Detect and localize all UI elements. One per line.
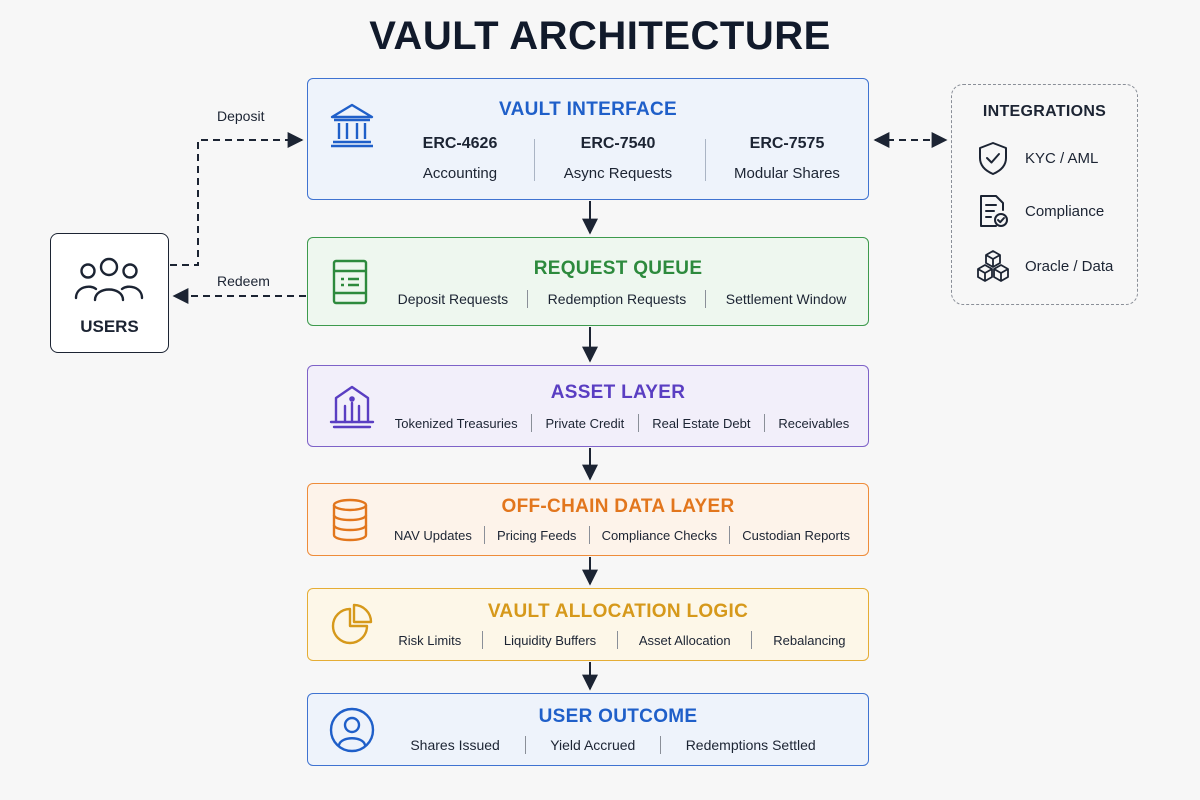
divider bbox=[483, 526, 485, 544]
outcome-item: Redemptions Settled bbox=[685, 737, 816, 753]
offchain-item: Pricing Feeds bbox=[496, 527, 577, 543]
divider bbox=[637, 414, 639, 432]
users-box: USERS bbox=[50, 233, 169, 353]
diagram-title: VAULT ARCHITECTURE bbox=[369, 14, 831, 58]
deposit-flow-line bbox=[170, 132, 304, 266]
integration-oracle-data-label: Oracle / Data bbox=[1025, 257, 1114, 275]
users-label: USERS bbox=[80, 317, 139, 336]
divider bbox=[527, 290, 529, 308]
building-icon bbox=[328, 382, 376, 430]
queue-item: Redemption Requests bbox=[547, 291, 687, 307]
divider bbox=[751, 631, 753, 649]
offchain-item: NAV Updates bbox=[394, 527, 472, 543]
database-icon bbox=[328, 496, 376, 544]
request-queue-layer: REQUEST QUEUE Deposit Requests Redemptio… bbox=[307, 237, 869, 326]
users-icon bbox=[74, 257, 144, 302]
vault-interface-layer: VAULT INTERFACE ERC-4626 Accounting ERC-… bbox=[307, 78, 869, 200]
pie-chart-icon bbox=[328, 601, 376, 649]
standard-erc-7540: ERC-7540 Async Requests bbox=[533, 135, 703, 182]
asset-layer: ASSET LAYER Tokenized Treasuries Private… bbox=[307, 365, 869, 447]
allocation-item: Rebalancing bbox=[773, 632, 846, 648]
divider bbox=[705, 139, 706, 181]
queue-item: Settlement Window bbox=[725, 291, 847, 307]
request-queue-items: Deposit Requests Redemption Requests Set… bbox=[388, 290, 856, 308]
offchain-layer-items: NAV Updates Pricing Feeds Compliance Che… bbox=[388, 526, 856, 544]
standard-code: ERC-4626 bbox=[422, 135, 498, 152]
asset-layer-items: Tokenized Treasuries Private Credit Real… bbox=[388, 414, 856, 432]
queue-item: Deposit Requests bbox=[397, 291, 509, 307]
divider bbox=[705, 290, 707, 308]
bank-icon bbox=[328, 101, 376, 149]
integration-kyc-aml-label: KYC / AML bbox=[1025, 149, 1099, 167]
deposit-flow-label: Deposit bbox=[217, 108, 265, 124]
integrations-title: INTEGRATIONS bbox=[982, 103, 1107, 120]
divider bbox=[729, 526, 731, 544]
user-outcome-title: USER OUTCOME bbox=[538, 706, 698, 727]
divider bbox=[524, 736, 526, 754]
redeem-flow-label: Redeem bbox=[217, 273, 270, 289]
user-outcome-items: Shares Issued Yield Accrued Redemptions … bbox=[398, 736, 828, 754]
asset-layer-title: ASSET LAYER bbox=[550, 382, 686, 403]
allocation-logic-title: VAULT ALLOCATION LOGIC bbox=[487, 601, 749, 622]
shield-check-icon bbox=[979, 142, 1007, 175]
outcome-item: Shares Issued bbox=[410, 737, 500, 753]
asset-item: Real Estate Debt bbox=[652, 415, 751, 431]
divider bbox=[482, 631, 484, 649]
user-outcome-layer: USER OUTCOME Shares Issued Yield Accrued… bbox=[307, 693, 869, 766]
offchain-item: Custodian Reports bbox=[742, 527, 850, 543]
integrations-panel: INTEGRATIONS KYC / AML Compliance bbox=[951, 84, 1138, 305]
asset-item: Tokenized Treasuries bbox=[394, 415, 518, 431]
allocation-item: Risk Limits bbox=[398, 632, 462, 648]
user-icon bbox=[328, 706, 376, 754]
standard-code: ERC-7575 bbox=[749, 135, 825, 152]
divider bbox=[763, 414, 765, 432]
standard-erc-7575: ERC-7575 Modular Shares bbox=[702, 135, 872, 182]
divider bbox=[531, 414, 533, 432]
integration-compliance: Compliance bbox=[976, 193, 1104, 229]
standard-erc-4626: ERC-4626 Accounting bbox=[375, 135, 545, 182]
allocation-item: Liquidity Buffers bbox=[503, 632, 597, 648]
outcome-item: Yield Accrued bbox=[550, 737, 636, 753]
integration-oracle-data: Oracle / Data bbox=[976, 248, 1113, 284]
standard-label: Accounting bbox=[422, 165, 498, 182]
queue-icon bbox=[328, 258, 376, 306]
integration-compliance-label: Compliance bbox=[1025, 202, 1105, 220]
divider bbox=[617, 631, 618, 649]
divider bbox=[660, 736, 661, 754]
integration-kyc-aml: KYC / AML bbox=[976, 140, 1098, 176]
request-queue-title: REQUEST QUEUE bbox=[533, 258, 703, 279]
document-check-icon bbox=[980, 195, 1008, 227]
cubes-icon bbox=[977, 250, 1009, 282]
asset-item: Private Credit bbox=[545, 415, 625, 431]
offchain-data-layer: OFF-CHAIN DATA LAYER NAV Updates Pricing… bbox=[307, 483, 869, 556]
asset-item: Receivables bbox=[778, 415, 850, 431]
standard-label: Async Requests bbox=[563, 165, 673, 182]
offchain-layer-title: OFF-CHAIN DATA LAYER bbox=[501, 496, 735, 517]
allocation-logic-layer: VAULT ALLOCATION LOGIC Risk Limits Liqui… bbox=[307, 588, 869, 661]
divider bbox=[588, 526, 590, 544]
offchain-item: Compliance Checks bbox=[601, 527, 718, 543]
standard-label: Modular Shares bbox=[734, 165, 840, 182]
divider bbox=[534, 139, 535, 181]
vault-interface-title: VAULT INTERFACE bbox=[499, 99, 677, 120]
allocation-item: Asset Allocation bbox=[638, 632, 731, 648]
standard-code: ERC-7540 bbox=[580, 135, 656, 152]
allocation-logic-items: Risk Limits Liquidity Buffers Asset Allo… bbox=[388, 631, 856, 649]
